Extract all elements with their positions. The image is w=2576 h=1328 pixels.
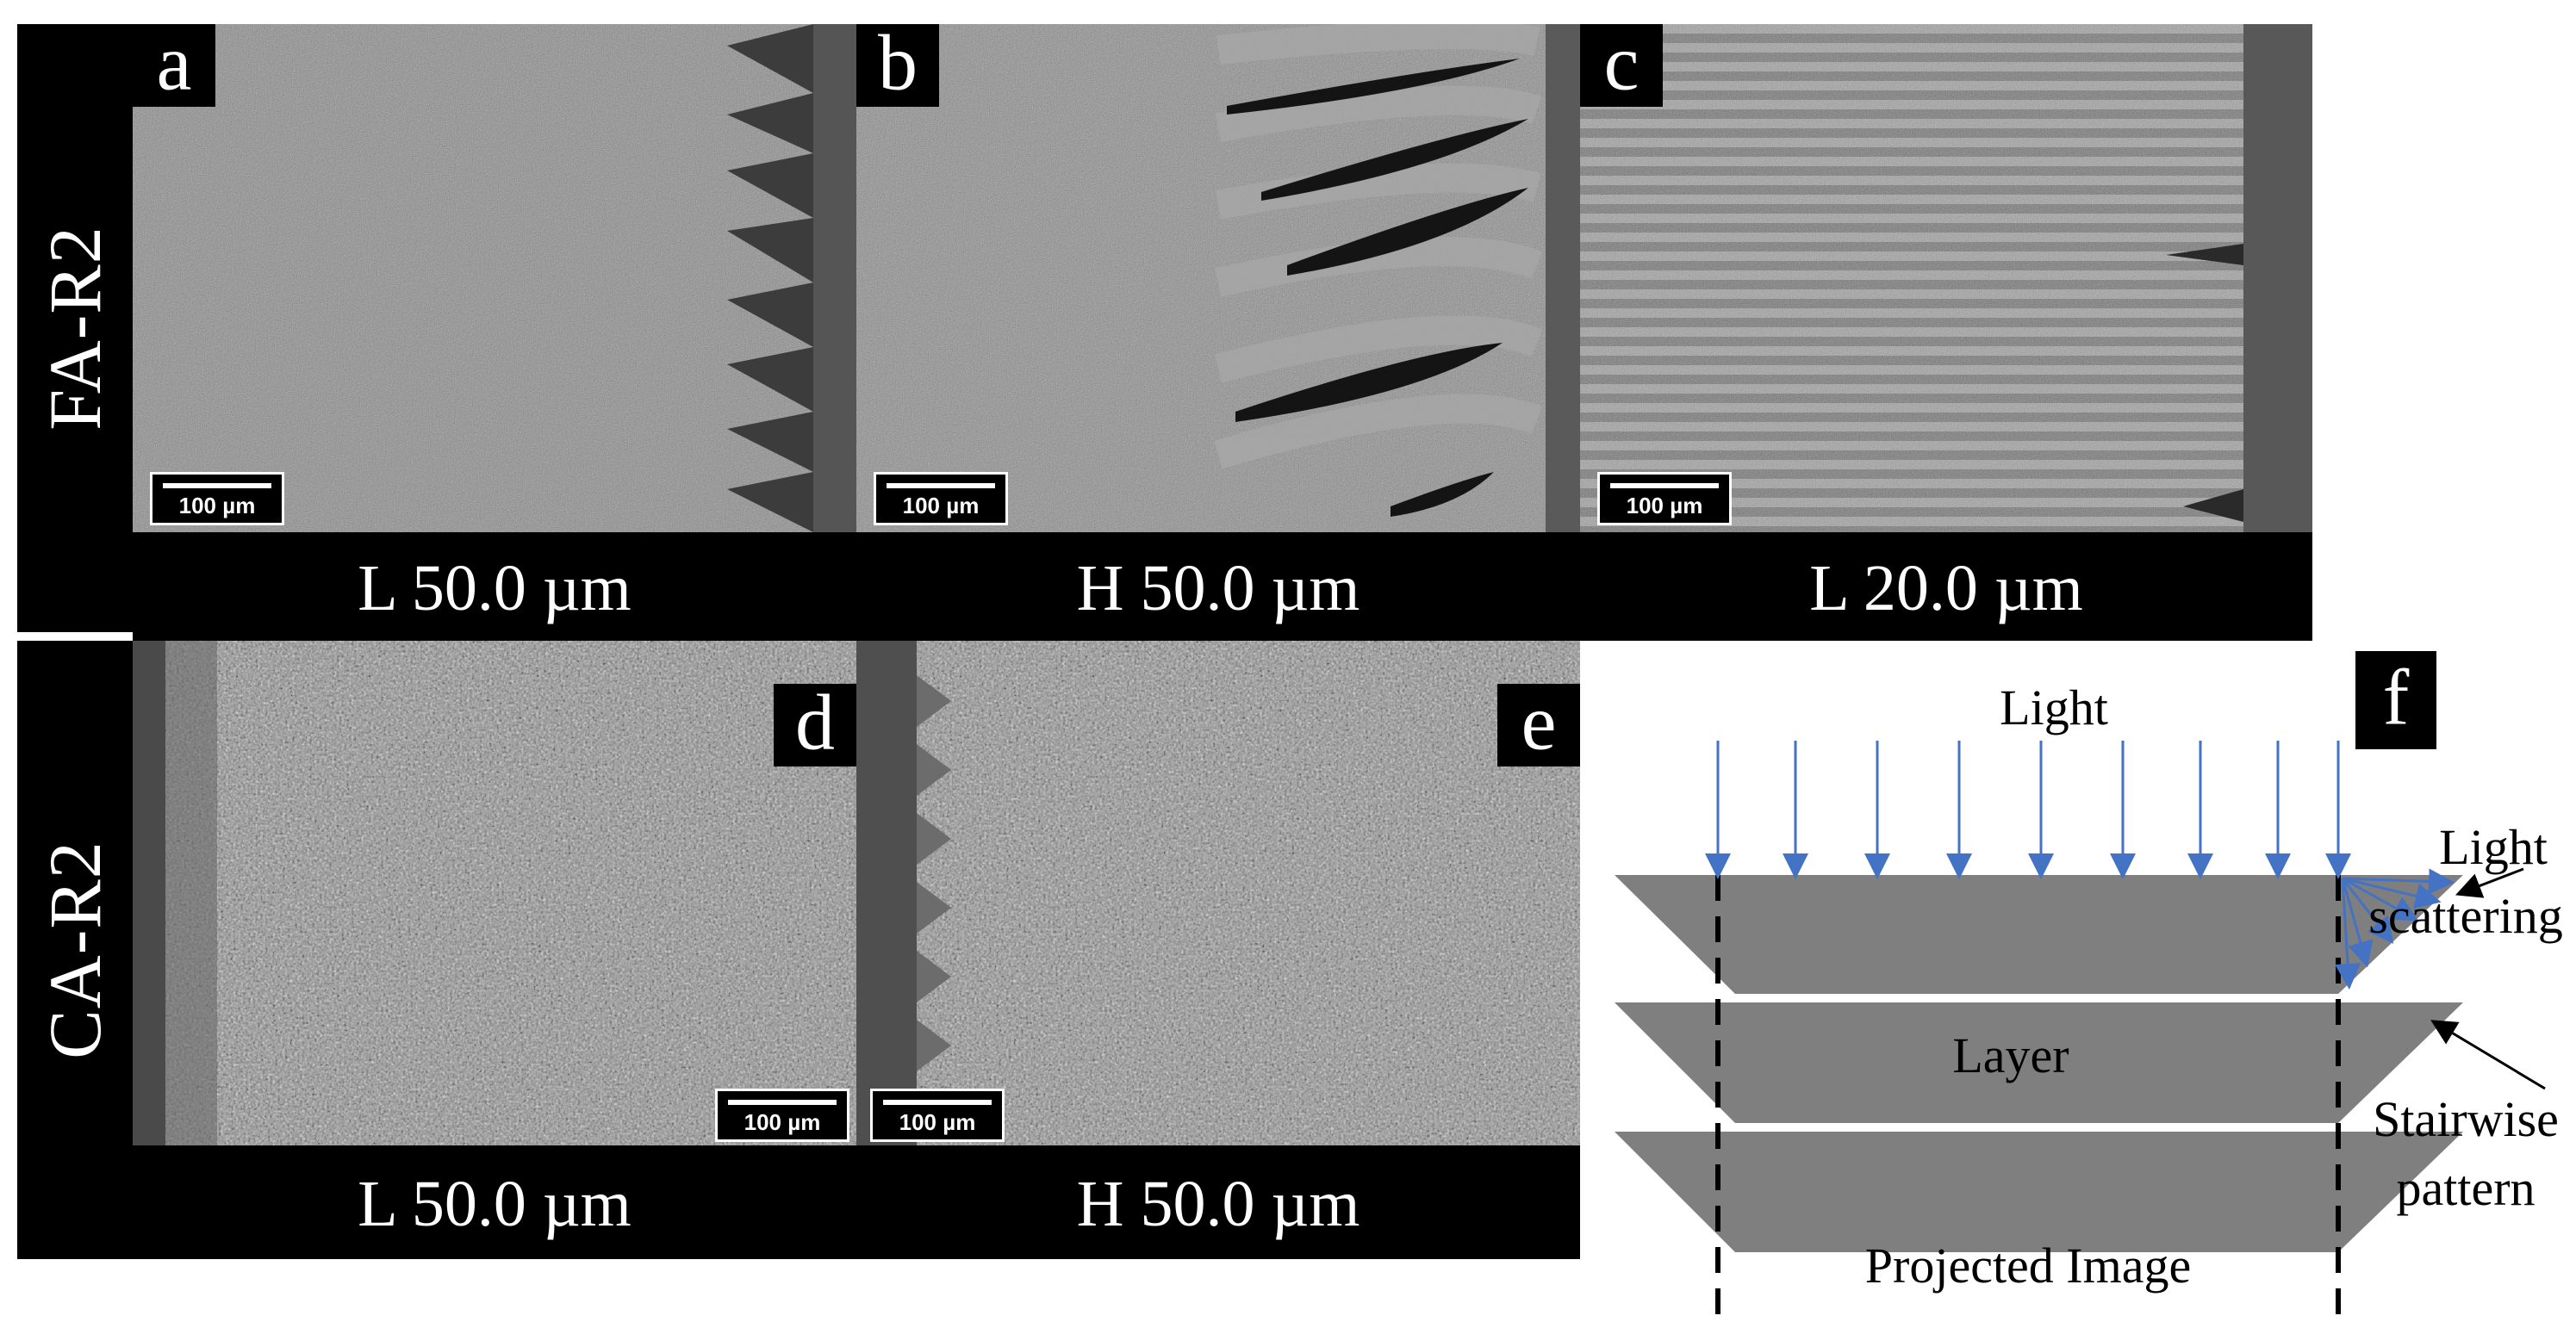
layer-bottom bbox=[1615, 1132, 2463, 1252]
panel-letter-b: b bbox=[856, 24, 939, 107]
sem-panel-c: c 100 µm bbox=[1580, 24, 2312, 532]
panel-letter-e: e bbox=[1497, 682, 1580, 766]
scatter-arrows bbox=[2335, 868, 2455, 990]
panel-letter-a: a bbox=[133, 24, 215, 107]
label-light-scattering-1: Light bbox=[2439, 819, 2548, 875]
label-layer: Layer bbox=[1952, 1027, 2069, 1083]
row-label-top: FA-R2 bbox=[17, 24, 133, 632]
scale-bar-b: 100 µm bbox=[874, 472, 1008, 525]
scattering-pointer bbox=[2455, 867, 2524, 898]
caption-d: L 50.0 µm bbox=[358, 1168, 632, 1240]
scale-bar-a: 100 µm bbox=[150, 472, 284, 525]
scale-bar-d: 100 µm bbox=[715, 1089, 849, 1142]
panel-letter-c: c bbox=[1580, 24, 1663, 107]
panel-letter-d: d bbox=[774, 682, 856, 766]
layer-top bbox=[1615, 875, 2312, 994]
scale-bar-e: 100 µm bbox=[870, 1089, 1005, 1142]
row-label-top-text: FA-R2 bbox=[34, 226, 116, 431]
caption-bar-bottom bbox=[133, 1145, 1580, 1259]
light-arrows bbox=[1705, 741, 2351, 879]
caption-bar-top bbox=[133, 532, 2312, 641]
caption-a: L 50.0 µm bbox=[358, 552, 632, 624]
caption-e: H 50.0 µm bbox=[1076, 1168, 1360, 1240]
label-projected-image: Projected Image bbox=[1864, 1238, 2192, 1294]
label-stairwise-1: Stairwise bbox=[2373, 1091, 2559, 1147]
sem-panel-a: a 100 µm bbox=[133, 24, 856, 532]
sem-panel-d: d 100 µm bbox=[133, 641, 856, 1145]
label-stairwise-2: pattern bbox=[2396, 1160, 2536, 1216]
scale-bar-c: 100 µm bbox=[1597, 472, 1732, 525]
label-light: Light bbox=[2000, 680, 2108, 735]
sem-panel-b: b 100 µm bbox=[856, 24, 1580, 532]
panel-letter-f: f bbox=[2355, 651, 2436, 749]
stairwise-pointer bbox=[2430, 1020, 2546, 1090]
row-label-bottom-text: CA-R2 bbox=[34, 841, 116, 1059]
layer-middle bbox=[1615, 1002, 2463, 1123]
schematic-drawing bbox=[1615, 741, 2546, 1328]
caption-c: L 20.0 µm bbox=[1809, 552, 2083, 624]
sem-panel-e: e 100 µm bbox=[856, 641, 1580, 1145]
row-label-bottom: CA-R2 bbox=[17, 641, 133, 1259]
label-light-scattering-2: scattering bbox=[2368, 888, 2563, 944]
caption-b: H 50.0 µm bbox=[1076, 552, 1360, 624]
schematic-panel-f: f Light Light scattering Layer Stairwise… bbox=[1580, 641, 2576, 1328]
